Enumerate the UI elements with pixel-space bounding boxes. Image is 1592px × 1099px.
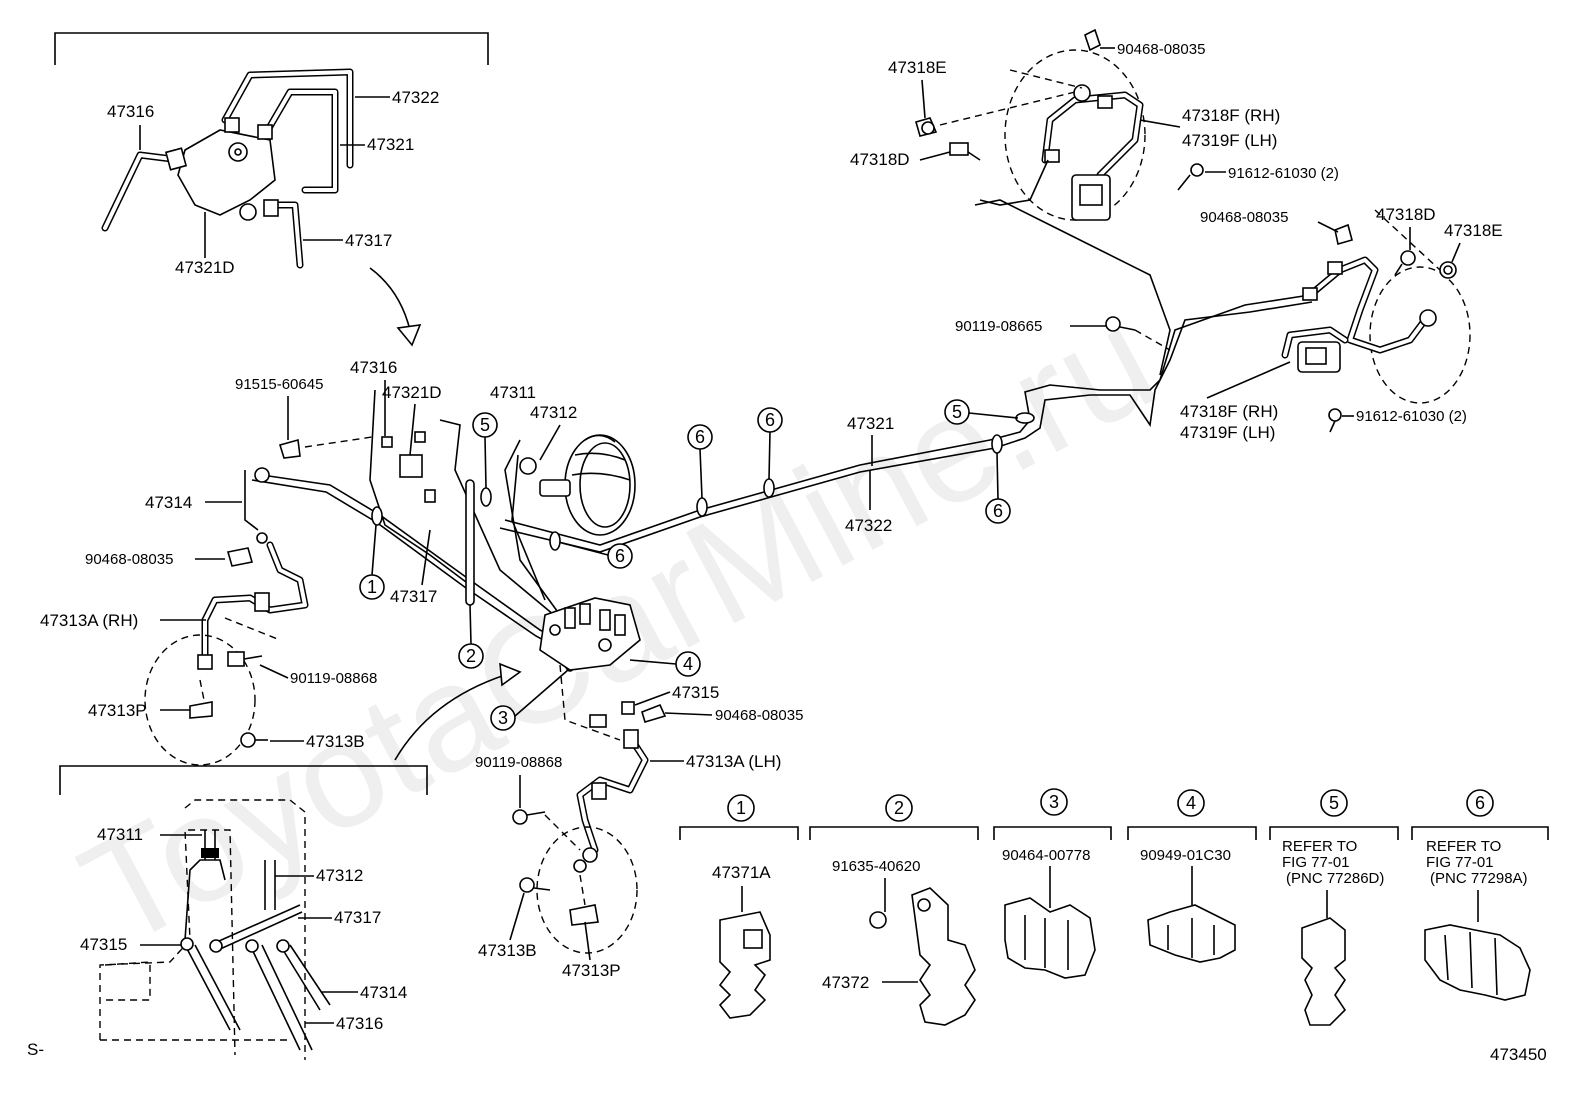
label-47313B-mid: 47313B <box>478 941 537 960</box>
label-47318E-top: 47318E <box>888 58 947 77</box>
label-47319F-LH-right: 47319F (LH) <box>1180 423 1275 442</box>
callout-6b: 6 <box>765 410 775 430</box>
label-91515-60645: 91515-60645 <box>235 376 323 393</box>
legend-1-number: 1 <box>736 798 746 818</box>
label-47312: 47312 <box>530 403 577 422</box>
label-47321-detail: 47321 <box>367 135 414 154</box>
label-91612-61030-right: 91612-61030 (2) <box>1356 408 1467 425</box>
label-47318F-RH-top: 47318F (RH) <box>1182 106 1280 125</box>
rear-left-brake: 47318E 90468-08035 47318F (RH) 47319F (L… <box>850 28 1339 221</box>
label-47314: 47314 <box>145 493 192 512</box>
callouts: 1 2 3 4 5 5 6 6 6 6 <box>359 399 1019 731</box>
label-90468-08035-topright: 90468-08035 <box>1117 41 1205 58</box>
callout-6d: 6 <box>993 501 1003 521</box>
label-47322: 47322 <box>845 516 892 535</box>
legend-5-line-3: (PNC 77286D) <box>1286 870 1384 887</box>
callout-5b: 5 <box>952 402 962 422</box>
label-91612-61030-top: 91612-61030 (2) <box>1228 165 1339 182</box>
label-47318D-right: 47318D <box>1376 205 1436 224</box>
callout-3: 3 <box>498 708 508 728</box>
legend-2-number: 2 <box>894 798 904 818</box>
brake-booster <box>519 434 636 536</box>
clip-legend: 1 47371A 2 91635-40620 47372 3 90464-007… <box>679 788 1549 1026</box>
legend-3-number: 3 <box>1049 792 1059 812</box>
legend-3-part-90464-00778: 90464-00778 <box>1002 847 1090 864</box>
legend-5-line-1: REFER TO <box>1282 838 1357 855</box>
inset-label-47316: 47316 <box>336 1014 383 1033</box>
inset-label-47312: 47312 <box>316 866 363 885</box>
label-47317: 47317 <box>390 587 437 606</box>
valve-block <box>539 597 667 741</box>
legend-5-line-2: FIG 77-01 <box>1282 854 1350 871</box>
legend-2-part-91635-40620: 91635-40620 <box>832 858 920 875</box>
label-47311: 47311 <box>490 383 536 402</box>
legend-6-line-1: REFER TO <box>1426 838 1501 855</box>
front-right-hose: 47313A (LH) 90119-08868 47313B 47313P <box>394 662 781 980</box>
label-47313P-left: 47313P <box>88 701 147 720</box>
label-90468-08035-mid: 90468-08035 <box>715 707 803 724</box>
main-brake-lines <box>244 199 1313 741</box>
label-90468-08035-right: 90468-08035 <box>1200 209 1288 226</box>
label-47313A-LH: 47313A (LH) <box>686 752 781 771</box>
label-47315: 47315 <box>672 683 719 702</box>
legend-2-part-47372: 47372 <box>822 973 869 992</box>
inset-label-47314: 47314 <box>360 983 407 1002</box>
label-47316: 47316 <box>350 358 397 377</box>
legend-6-number: 6 <box>1475 793 1485 813</box>
inset-label-47315: 47315 <box>80 935 127 954</box>
front-left-hose: 47313A (RH) 90119-08868 47313P 47313B <box>40 532 377 766</box>
label-47321D-detail: 47321D <box>175 258 235 277</box>
label-47319F-LH-top: 47319F (LH) <box>1182 131 1277 150</box>
label-90468-08035-left: 90468-08035 <box>85 551 173 568</box>
label-47313A-RH: 47313A (RH) <box>40 611 138 630</box>
label-47316-detail: 47316 <box>107 102 154 121</box>
page-prefix: S- <box>27 1040 44 1059</box>
inset-label-47317: 47317 <box>334 908 381 927</box>
callout-1: 1 <box>367 577 377 597</box>
label-47321: 47321 <box>847 414 894 433</box>
inset-label-47311: 47311 <box>97 825 143 844</box>
detail-bracket-top <box>54 32 489 65</box>
label-47313B-left: 47313B <box>306 732 365 751</box>
legend-4-number: 4 <box>1186 793 1196 813</box>
callout-6c: 6 <box>615 546 625 566</box>
label-47322-detail: 47322 <box>392 88 439 107</box>
legend-1-part-47371A: 47371A <box>712 863 771 882</box>
label-47317-detail: 47317 <box>345 231 392 250</box>
legend-5-number: 5 <box>1329 793 1339 813</box>
rear-right-brake: 90468-08035 47318D 47318E 90119-08665 47… <box>955 205 1503 442</box>
label-47318D-top: 47318D <box>850 150 910 169</box>
legend-6-line-3: (PNC 77298A) <box>1430 870 1528 887</box>
label-47318E-right: 47318E <box>1444 221 1503 240</box>
callout-4: 4 <box>683 654 693 674</box>
label-90119-08665: 90119-08665 <box>955 318 1042 335</box>
label-90119-08868-left: 90119-08868 <box>290 670 377 687</box>
legend-6-line-2: FIG 77-01 <box>1426 854 1494 871</box>
label-47313P-mid: 47313P <box>562 961 621 980</box>
label-90119-08868-mid: 90119-08868 <box>475 754 562 771</box>
detail-inset-bottom-left: 47311 47312 47317 47315 47314 47316 <box>59 765 428 1060</box>
legend-4-part-90949-01C30: 90949-01C30 <box>1140 847 1231 864</box>
callout-6a: 6 <box>695 427 705 447</box>
detail-junction-top-left: 47316 47322 47321 47317 47321D <box>54 32 489 347</box>
main-labels: 47316 91515-60645 47321D 47311 47312 473… <box>85 358 894 724</box>
label-47318F-RH-right: 47318F (RH) <box>1180 402 1278 421</box>
label-47321D: 47321D <box>382 383 442 402</box>
figure-number: 473450 <box>1490 1045 1547 1064</box>
callout-5a: 5 <box>480 415 490 435</box>
clip-1 <box>371 506 383 526</box>
callout-2: 2 <box>466 646 476 666</box>
